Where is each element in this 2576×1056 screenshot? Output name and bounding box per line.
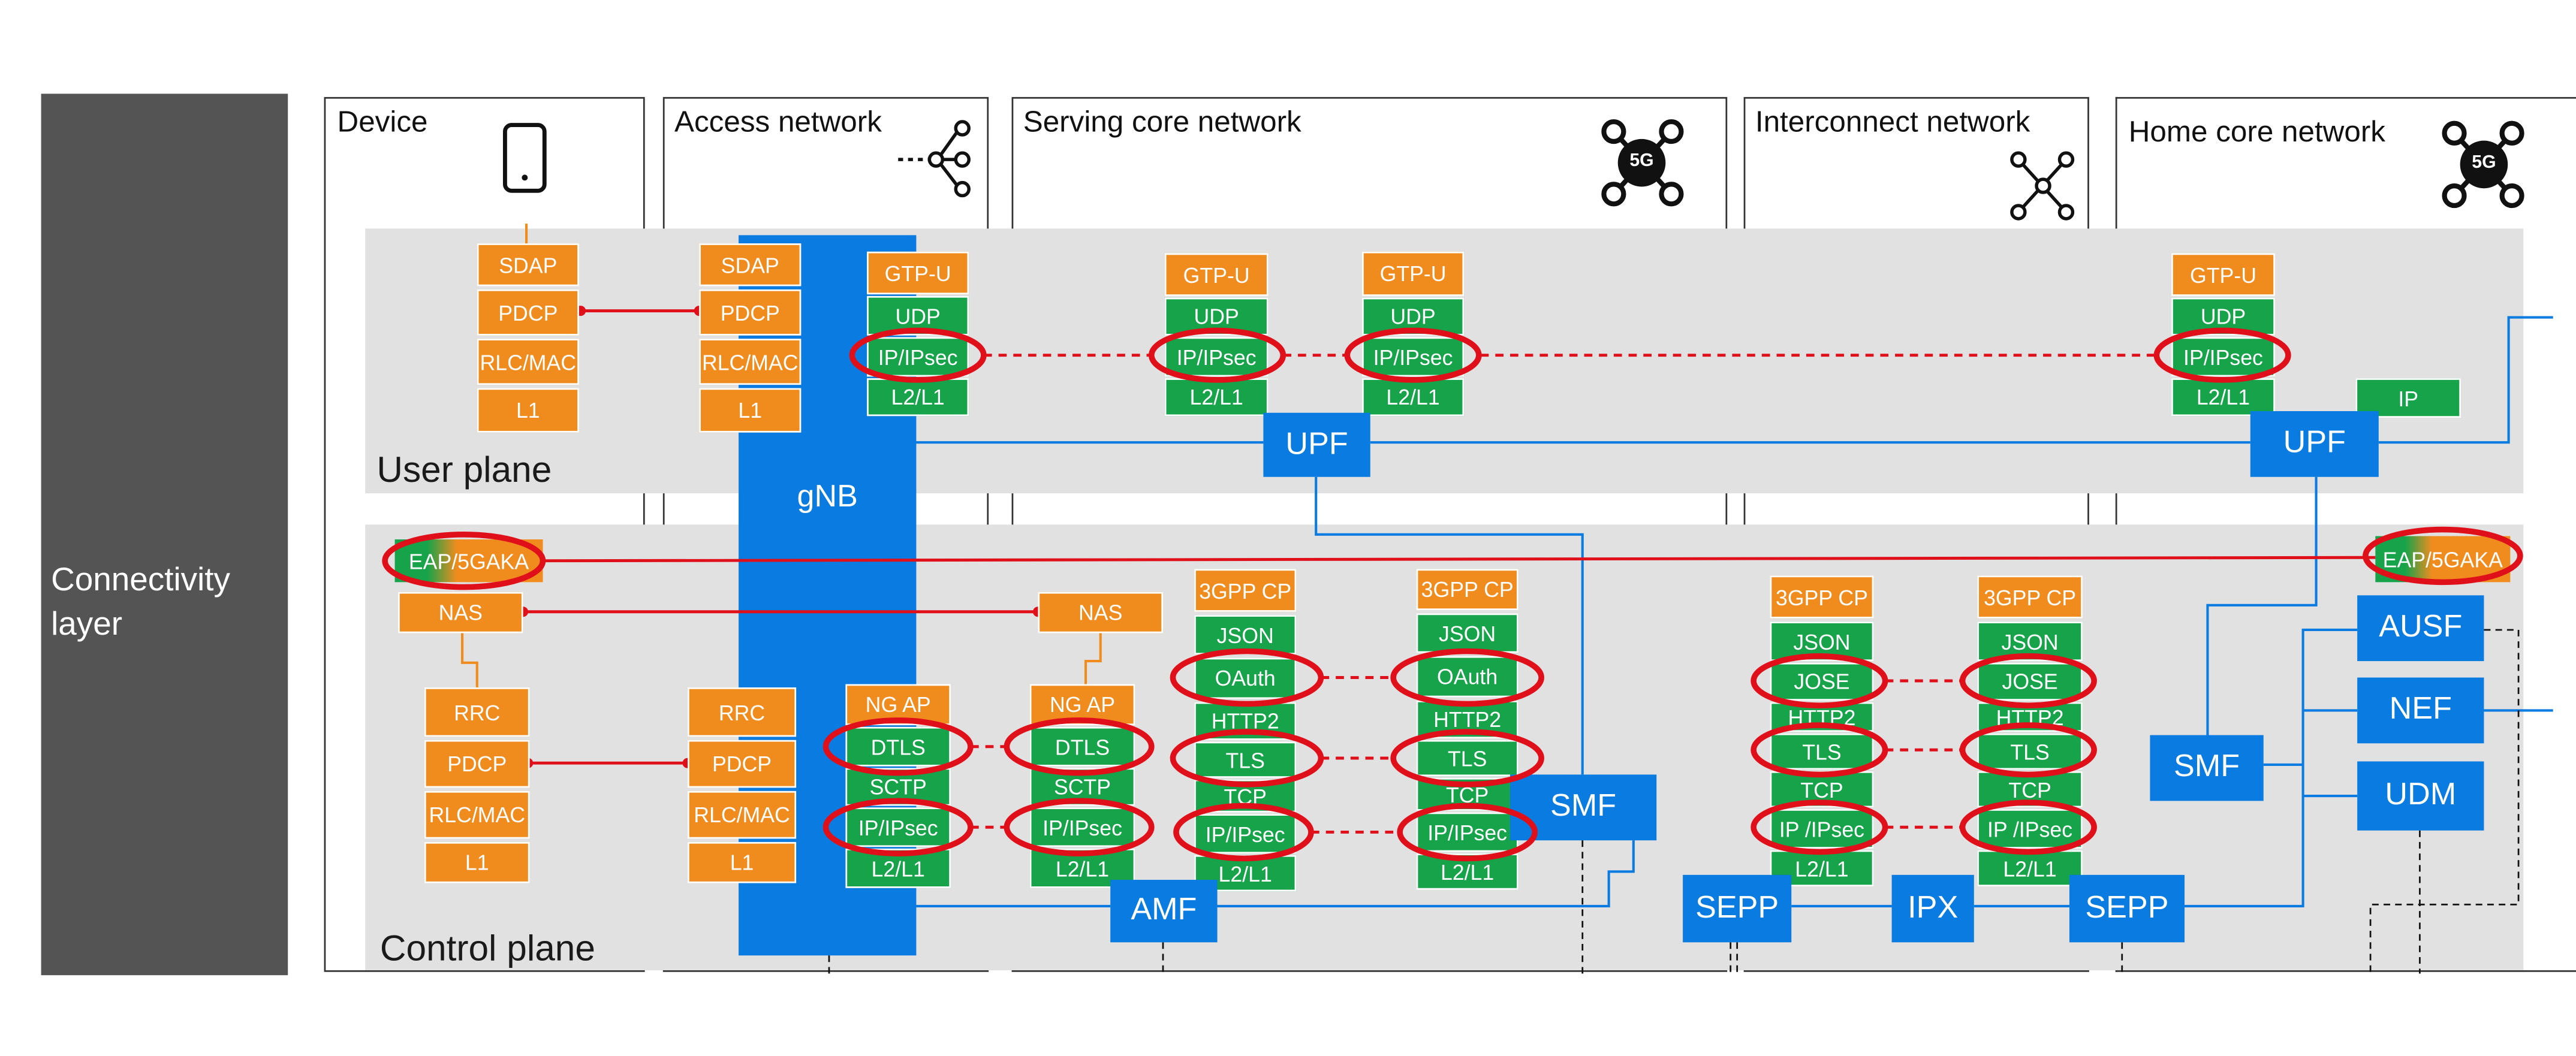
gnb-rlcmac: RLC/MAC [699,339,802,385]
serving-sba1-oauth: OAuth [1194,657,1297,699]
ic-sba1-jose: JOSE [1770,662,1874,701]
serving-sepp: SEPP [1683,874,1792,943]
amf-nas: NAS [1038,592,1164,633]
5g-core-icon-serving [1601,119,1684,207]
home-udm: UDM [2357,761,2484,831]
home-up-ipipsec: IP/IPsec [2171,337,2275,377]
control-plane-label: Control plane [379,927,595,969]
user-plane-label: User plane [376,449,552,490]
gnb-gtpu: GTP-U [867,251,969,295]
serving-sba1-ipipsec: IP/IPsec [1194,814,1297,854]
device-rrc: RRC [424,687,530,737]
ic-sba1-tls: TLS [1770,733,1874,770]
black-dashed-links [828,629,2520,974]
panel-title-serving: Serving core network [1023,105,1301,138]
serving-sba2-oauth: OAuth [1416,656,1519,698]
serving-up1-gtpu: GTP-U [1164,253,1269,296]
device-rlcmac: RLC/MAC [477,339,579,385]
device-cp-pdcp: PDCP [424,740,530,788]
ic-sba2-3gppcp: 3GPP CP [1977,575,2083,618]
amf-ipipsec: IP/IPsec [1029,807,1135,847]
gnb-pdcp: PDCP [699,289,802,336]
gnb-dtls: DTLS [845,726,951,767]
gnb-cp-rlcmac: RLC/MAC [687,791,797,839]
home-upf: UPF [2250,411,2379,477]
serving-smf: SMF [1510,774,1657,841]
gnb-l1: L1 [699,388,802,433]
gnb-udp: UDP [867,295,969,336]
ic-sba2-ipipsec: IP /IPsec [1977,809,2083,849]
serving-up1-l2l1: L2/L1 [1164,378,1269,417]
serving-upf: UPF [1263,412,1370,477]
panel-title-device: Device [337,105,428,138]
gnb-rrc: RRC [687,687,797,737]
gnb-cp-l1: L1 [687,841,797,883]
gnb-cp-pdcp: PDCP [687,740,797,788]
ic-sba1-3gppcp: 3GPP CP [1770,575,1874,618]
ic-sba1-json: JSON [1770,621,1874,662]
serving-sba2-3gppcp: 3GPP CP [1416,569,1519,611]
network-tree-icon [898,120,971,198]
ic-sba2-l2l1: L2/L1 [1977,850,2083,887]
gnb-label: gNB [797,480,858,515]
sidebar [41,93,288,976]
serving-up2-ipipsec: IP/IPsec [1362,337,1465,377]
serving-sba1-tls: TLS [1194,741,1297,778]
ic-sba2-jose: JOSE [1977,662,2083,701]
gnb-ipipsec: IP/IPsec [867,337,969,377]
amf-dtls: DTLS [1029,726,1135,767]
home-smf: SMF [2150,735,2264,801]
device-eap-5gaka: EAP/5GAKA [394,539,543,583]
serving-up1-ipipsec: IP/IPsec [1164,337,1269,377]
smartphone-icon [502,123,547,193]
serving-sba1-json: JSON [1194,615,1297,655]
home-up-l2l1: L2/L1 [2171,378,2275,417]
interconnect-hub-icon [2010,151,2075,221]
serving-sba2-tls: TLS [1416,740,1519,777]
ic-sba1-ipipsec: IP /IPsec [1770,809,1874,849]
panel-title-home: Home core network [2128,115,2385,148]
sidebar-label: Connectivity layer [51,562,230,643]
serving-amf: AMF [1110,880,1218,943]
device-sdap: SDAP [477,243,579,286]
orange-connectors [461,224,1102,687]
home-sepp: SEPP [2069,874,2185,943]
serving-5g-badge: 5G [1629,151,1654,171]
blue-connections [912,316,2553,908]
device-cp-rlcmac: RLC/MAC [424,791,530,839]
device-nas: NAS [398,592,523,633]
home-ausf: AUSF [2357,595,2484,662]
gnb-cp-ipipsec: IP/IPsec [845,807,951,847]
home-up-gtpu: GTP-U [2171,253,2275,296]
serving-sba1-3gppcp: 3GPP CP [1194,569,1297,612]
home-nef: NEF [2357,677,2484,744]
panel-title-interconnect: Interconnect network [1755,105,2030,138]
5g-core-icon-home [2442,120,2524,209]
device-pdcp: PDCP [477,289,579,336]
device-l1: L1 [477,388,579,433]
ipx: IPX [1891,874,1974,943]
ic-sba2-tls: TLS [1977,733,2083,770]
device-cp-l1: L1 [424,841,530,883]
serving-sba2-json: JSON [1416,613,1519,653]
gnb-sdap: SDAP [699,243,802,286]
red-dashed-links [970,354,2157,834]
serving-up2-gtpu: GTP-U [1362,251,1465,296]
home-5g-badge: 5G [2472,153,2496,173]
panel-title-access: Access network [674,105,882,138]
